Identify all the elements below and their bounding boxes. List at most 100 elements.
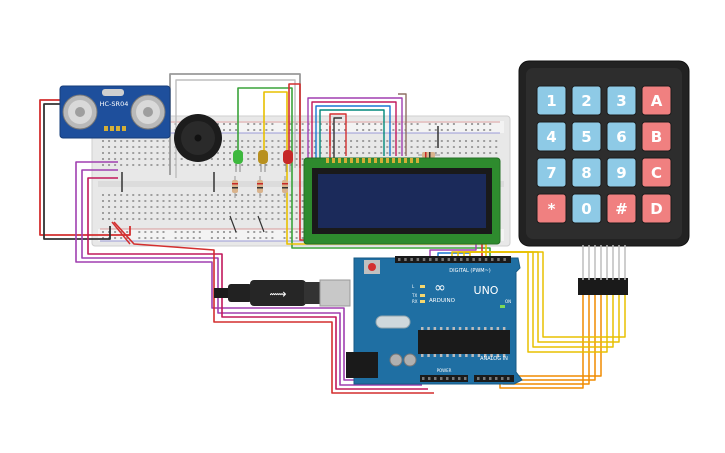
- sensor-label: HC-SR04: [100, 100, 129, 108]
- digital-pin: [478, 258, 482, 261]
- keypad-key-2[interactable]: 2: [571, 85, 602, 116]
- keypad-key-*[interactable]: *: [536, 193, 567, 224]
- keypad-key-4[interactable]: 4: [536, 121, 567, 152]
- bb-hole: [362, 123, 365, 125]
- keypad-key-label: 6: [616, 128, 626, 146]
- keypad-key-label: #: [615, 200, 628, 218]
- chip-pins: [421, 327, 506, 357]
- keypad-key-label: 4: [546, 128, 556, 146]
- bb-hole: [271, 194, 274, 196]
- bb-hole: [216, 200, 219, 202]
- bb-hole: [452, 123, 455, 125]
- wire-purple-1: [75, 161, 417, 381]
- bb-hole: [132, 200, 135, 202]
- digital-pin: [404, 258, 407, 261]
- digital-pin: [460, 258, 463, 261]
- bb-hole: [271, 152, 274, 154]
- bb-hole: [483, 152, 486, 154]
- bb-hole: [108, 164, 111, 166]
- bb-hole: [162, 200, 165, 202]
- bb-hole: [162, 194, 165, 196]
- bb-hole: [344, 152, 346, 154]
- keypad-key-C[interactable]: C: [641, 157, 672, 188]
- lcd-pin: [326, 158, 329, 163]
- power-pin: [440, 377, 443, 380]
- bb-hole: [241, 206, 244, 208]
- keypad-key-5[interactable]: 5: [571, 121, 602, 152]
- bb-hole: [301, 237, 304, 239]
- power-pin: [464, 377, 467, 380]
- bb-hole: [120, 218, 123, 220]
- keypad-key-B[interactable]: B: [641, 121, 672, 152]
- keypad-key-D[interactable]: D: [641, 193, 672, 224]
- keypad-key-9[interactable]: 9: [606, 157, 637, 188]
- keypad-wire: [463, 251, 620, 343]
- bb-hole: [416, 123, 419, 125]
- bb-hole: [283, 206, 286, 208]
- bb-hole: [210, 212, 213, 214]
- bb-hole: [235, 200, 238, 202]
- lcd-pin: [368, 158, 371, 163]
- keypad-key-label: 0: [581, 200, 591, 218]
- bb-hole: [223, 152, 225, 154]
- bb-hole: [210, 218, 213, 220]
- bb-hole: [446, 152, 449, 154]
- keypad-key-7[interactable]: 7: [536, 157, 567, 188]
- keypad-wire: [469, 251, 626, 338]
- bb-hole: [192, 206, 195, 208]
- bb-hole: [295, 237, 298, 239]
- bb-hole: [102, 237, 104, 239]
- bb-hole: [186, 200, 189, 202]
- bb-hole: [392, 140, 395, 142]
- bb-hole: [434, 146, 437, 148]
- bb-hole: [108, 158, 111, 160]
- bb-hole: [416, 129, 419, 131]
- bb-hole: [120, 206, 123, 208]
- bb-hole: [271, 158, 274, 160]
- bb-hole: [483, 146, 486, 148]
- bb-hole: [301, 158, 304, 160]
- keypad-key-3[interactable]: 3: [606, 85, 637, 116]
- wire-lcd-brown: [398, 93, 407, 156]
- bb-hole: [144, 206, 147, 208]
- bb-hole: [428, 129, 431, 131]
- bb-hole: [489, 140, 492, 142]
- bb-hole: [150, 218, 153, 220]
- bb-hole: [192, 212, 195, 214]
- bb-hole: [198, 237, 201, 239]
- analog-pin: [507, 377, 510, 380]
- bb-hole: [265, 237, 268, 239]
- bb-hole: [301, 129, 304, 131]
- bb-hole: [174, 194, 177, 196]
- lcd-pin: [344, 158, 347, 163]
- bb-hole: [192, 231, 195, 233]
- chip-pin: [496, 354, 500, 357]
- keypad-key-8[interactable]: 8: [571, 157, 602, 188]
- bb-hole: [386, 146, 389, 148]
- led-label-l: L: [412, 284, 415, 289]
- keypad-key-1[interactable]: 1: [536, 85, 567, 116]
- bb-hole: [253, 237, 256, 239]
- bb-hole: [235, 194, 238, 196]
- digital-pin: [441, 258, 444, 261]
- keypad-key-0[interactable]: 0: [571, 193, 602, 224]
- bb-hole: [483, 140, 486, 142]
- bb-hole: [253, 218, 256, 220]
- bb-hole: [235, 237, 238, 239]
- bb-hole: [120, 140, 123, 142]
- analog-pin: [477, 377, 480, 380]
- keypad-key-6[interactable]: 6: [606, 121, 637, 152]
- keypad-key-label: 7: [546, 164, 556, 182]
- bb-hole: [235, 231, 238, 233]
- bb-hole: [174, 231, 177, 233]
- bb-hole: [471, 129, 474, 131]
- analog-pin: [483, 377, 486, 380]
- keypad-key-A[interactable]: A: [641, 85, 672, 116]
- bb-hole: [283, 200, 286, 202]
- chip-pin: [452, 327, 455, 330]
- bb-hole: [489, 146, 492, 148]
- digital-pin: [429, 258, 432, 261]
- bb-hole: [319, 140, 322, 142]
- keypad-key-#[interactable]: #: [606, 193, 637, 224]
- bb-hole: [241, 212, 244, 214]
